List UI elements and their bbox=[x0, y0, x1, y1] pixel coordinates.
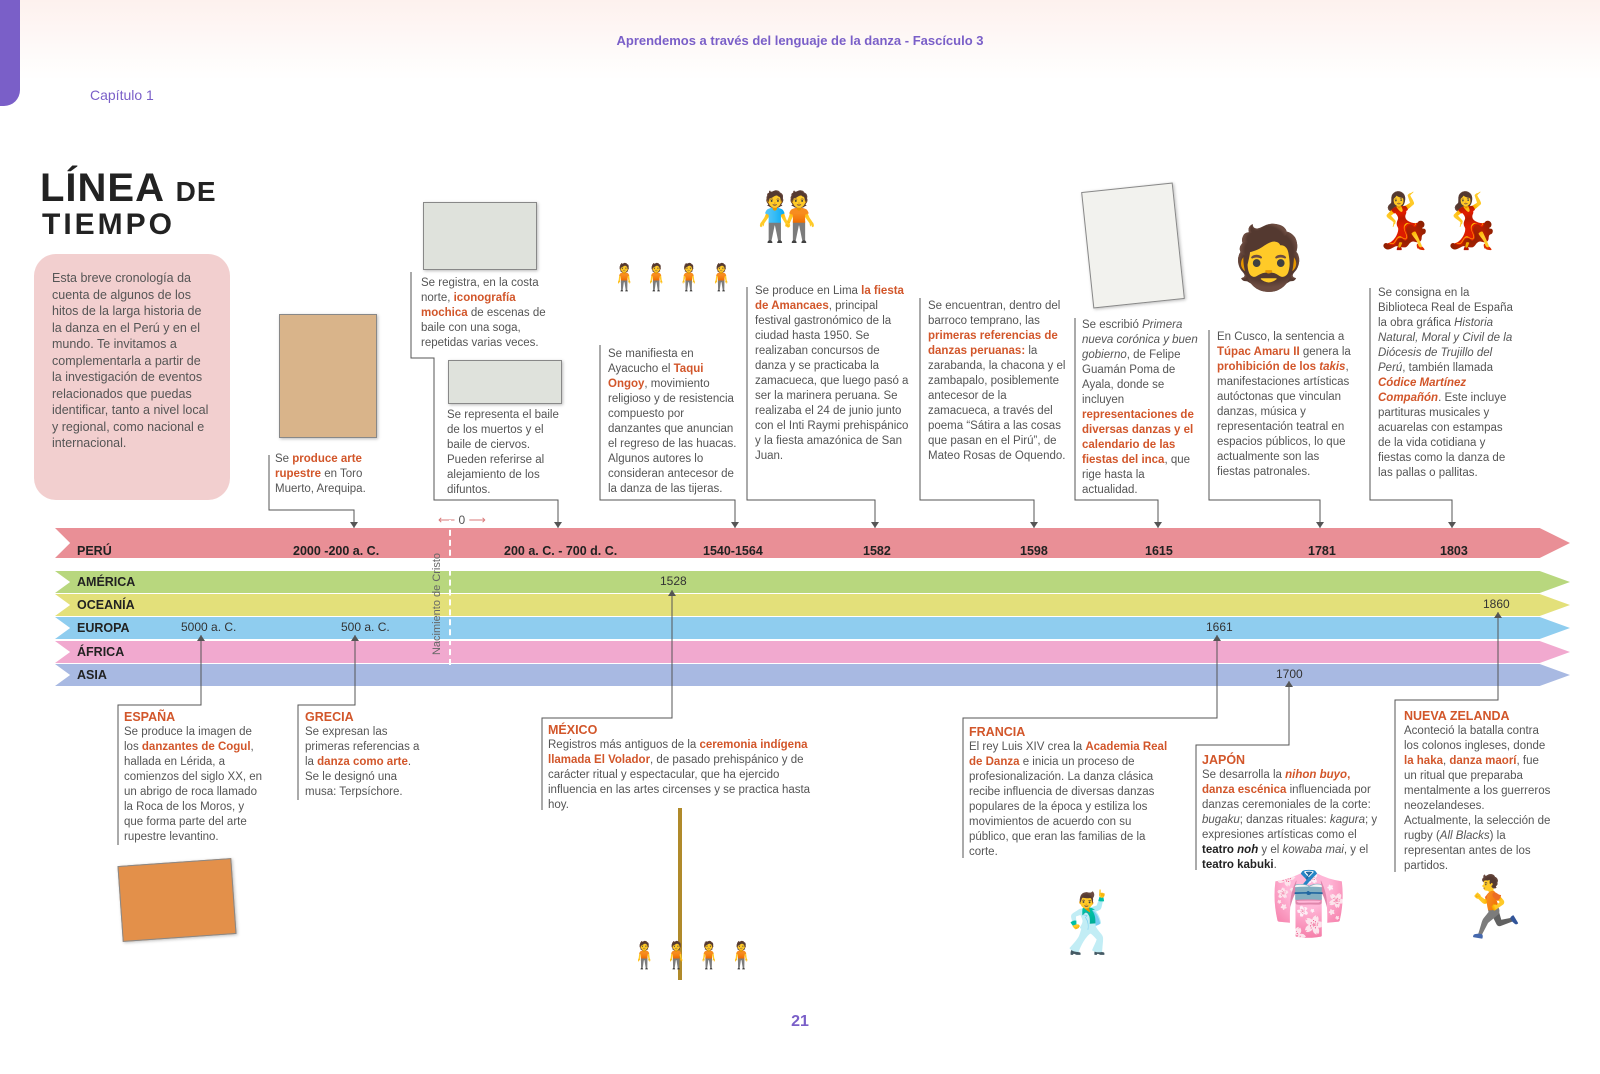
year-oceania: 1860 bbox=[1483, 597, 1510, 611]
ciervos-image bbox=[448, 360, 562, 404]
band-label-europa: EUROPA bbox=[77, 621, 130, 635]
tupac-amaru-illustration: 🧔 bbox=[1230, 224, 1308, 293]
zero-divider bbox=[449, 520, 451, 665]
band-africa bbox=[55, 641, 1570, 663]
year-asia: 1700 bbox=[1276, 667, 1303, 681]
note-martinez-companon: Se consigna en la Biblioteca Real de Esp… bbox=[1378, 287, 1513, 479]
note-guaman-poma: Se escribió Primera nueva corónica y bue… bbox=[1082, 319, 1198, 496]
year-peru-5: 1598 bbox=[1020, 544, 1048, 558]
page-title-line1: LÍNEA DE bbox=[40, 166, 217, 210]
guaman-poma-drawing bbox=[1081, 182, 1185, 309]
note-toro-muerto: Se produce arte rupestre en Toro Muerto,… bbox=[275, 453, 366, 495]
note-tupac-amaru: En Cusco, la sentencia a Túpac Amaru II … bbox=[1217, 331, 1351, 478]
taqui-dancers-illustration: 🧍🧍🧍🧍 bbox=[608, 262, 738, 292]
page-title-line2: TIEMPO bbox=[42, 208, 176, 241]
year-peru-6: 1615 bbox=[1145, 544, 1173, 558]
corner-tab bbox=[0, 0, 20, 106]
toro-muerto-image bbox=[279, 314, 377, 438]
note-mochica: Se registra, en la costa norte, iconogra… bbox=[421, 277, 546, 349]
chapter-label: Capítulo 1 bbox=[90, 87, 154, 103]
intro-text: Esta breve cronología da cuenta de algun… bbox=[52, 271, 209, 450]
band-label-oceania: OCEANÍA bbox=[77, 598, 135, 612]
year-peru-1: 2000 -200 a. C. bbox=[293, 544, 380, 558]
year-america: 1528 bbox=[660, 574, 687, 588]
band-peru bbox=[55, 528, 1570, 558]
cogul-image bbox=[117, 858, 237, 942]
header-band bbox=[0, 0, 1600, 80]
band-europa bbox=[55, 617, 1570, 639]
arrow-right-icon: ⟶ bbox=[468, 513, 486, 527]
haka-warrior-illustration: 🏃 bbox=[1455, 874, 1530, 941]
year-peru-8: 1803 bbox=[1440, 544, 1468, 558]
band-label-africa: ÁFRICA bbox=[77, 645, 125, 659]
year-europa-3: 1661 bbox=[1206, 620, 1233, 634]
mochica-image bbox=[423, 202, 537, 270]
year-europa-2: 500 a. C. bbox=[341, 620, 390, 634]
note-barroco: Se encuentran, dentro del barroco tempra… bbox=[928, 300, 1066, 462]
note-taqui-ongoy: Se manifiesta en Ayacucho el Taqui Ongoy… bbox=[608, 348, 737, 495]
band-label-america: AMÉRICA bbox=[77, 575, 136, 589]
year-peru-4: 1582 bbox=[863, 544, 891, 558]
page-number: 21 bbox=[791, 1013, 809, 1030]
note-amancaes: Se produce en Lima la fiesta de Amancaes… bbox=[755, 285, 909, 462]
volador-pole-illustration bbox=[678, 808, 682, 980]
band-asia bbox=[55, 664, 1570, 686]
louis-xiv-illustration: 🕺 bbox=[1053, 891, 1126, 956]
year-peru-3: 1540-1564 bbox=[703, 544, 763, 558]
band-america bbox=[55, 571, 1570, 593]
year-peru-7: 1781 bbox=[1308, 544, 1336, 558]
year-peru-2: 200 a. C. - 700 d. C. bbox=[504, 544, 618, 558]
pallas-illustration: 💃💃 bbox=[1370, 191, 1505, 251]
note-ciervos: Se representa el baile de los muertos y … bbox=[447, 409, 559, 496]
intro-box: Esta breve cronología da cuenta de algun… bbox=[34, 254, 230, 500]
header-title: Aprendemos a través del lenguaje de la d… bbox=[616, 33, 984, 48]
band-label-peru: PERÚ bbox=[77, 544, 112, 558]
volador-dancers-illustration: 🧍🧍🧍🧍 bbox=[628, 940, 758, 970]
amancaes-couple-illustration: 🧑‍🤝‍🧑 bbox=[757, 191, 817, 244]
band-oceania bbox=[55, 594, 1570, 616]
band-label-asia: ASIA bbox=[77, 668, 107, 682]
kabuki-illustration: 👘 bbox=[1270, 870, 1348, 939]
year-europa-1: 5000 a. C. bbox=[181, 620, 237, 634]
